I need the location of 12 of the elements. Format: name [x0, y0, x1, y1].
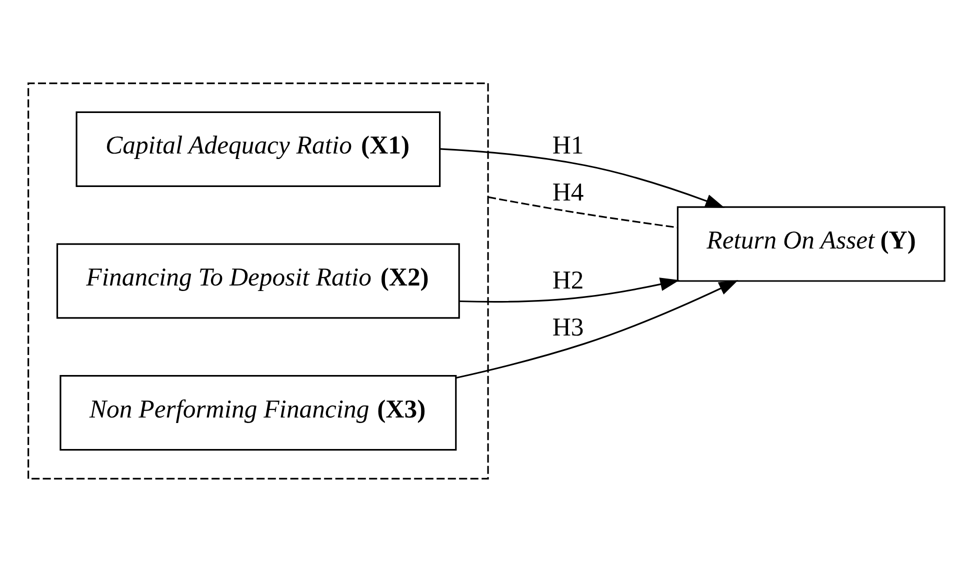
arrow: [456, 280, 738, 378]
arrow: [459, 277, 680, 302]
edge-label: H4: [552, 176, 584, 206]
edge-label: H2: [552, 265, 584, 294]
cluster: [28, 82, 489, 480]
edge-label: H3: [552, 312, 584, 341]
arrow: [440, 148, 725, 208]
node-box: Financing To Deposit Ratio (X2): [56, 242, 460, 318]
node-box: Return On Asset (Y): [676, 206, 946, 282]
node-box: Non Performing Financing (X3): [60, 374, 457, 450]
node-box: Capital Adequacy Ratio (X1): [76, 110, 441, 186]
edge-label: H1: [552, 130, 584, 160]
